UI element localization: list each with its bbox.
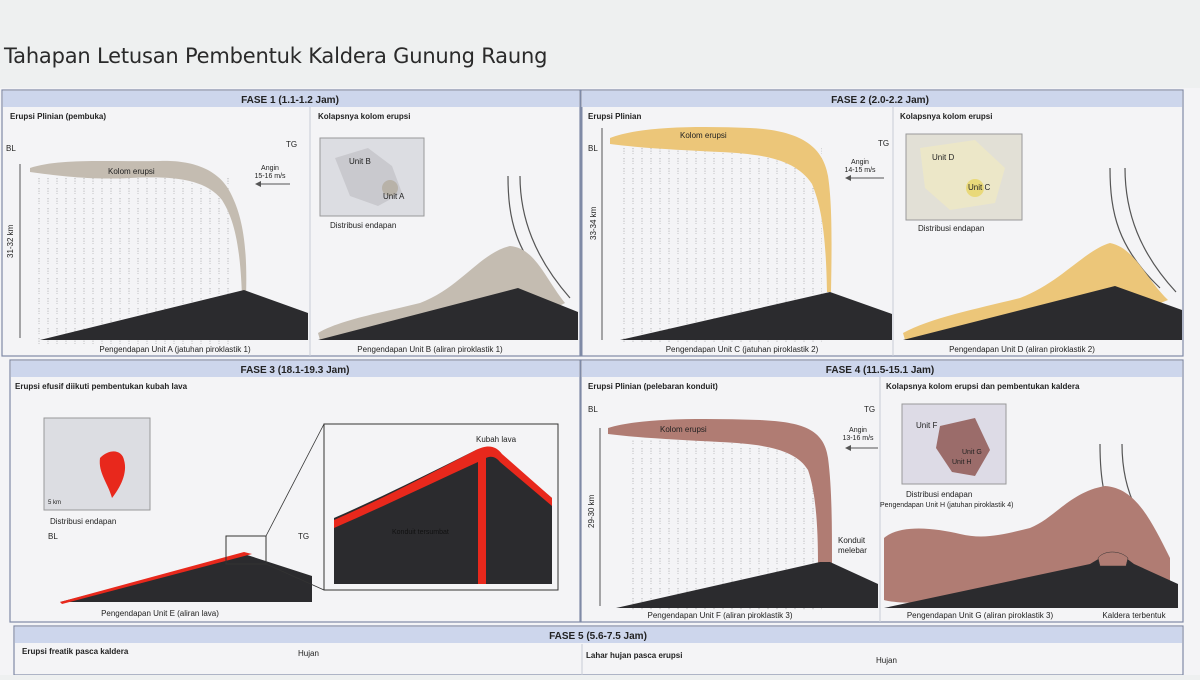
fase-4-eruption-column xyxy=(608,418,832,564)
fase-1-header-bar xyxy=(3,91,579,107)
fase-1-header: FASE 1 (1.1-1.2 Jam) xyxy=(241,95,339,106)
fase-4-left-caption: Pengendapan Unit F (aliran piroklastik 3… xyxy=(648,611,793,620)
fase-1-eruption-column xyxy=(30,160,247,296)
fase-2-map-unit-c: Unit C xyxy=(968,183,990,192)
fase-3-map-scale: 5 km xyxy=(48,500,61,506)
fase-5-header-bar xyxy=(15,627,1182,643)
fase-1-map-vent xyxy=(382,180,398,196)
fase-4-volcano xyxy=(616,562,878,608)
fase-4-conduit-label-2: melebar xyxy=(838,546,867,555)
fase-4-conduit-label: Konduit xyxy=(838,536,866,545)
fase-3-header: FASE 3 (18.1-19.3 Jam) xyxy=(241,365,350,376)
fase-4-wind-label: Angin xyxy=(849,427,867,434)
fase-2-volcano xyxy=(620,292,892,340)
fase-5-right-rain: Hujan xyxy=(876,656,897,665)
fase-2-map-unit-d: Unit D xyxy=(932,153,954,162)
fase-4-map-deposit xyxy=(936,418,990,476)
fase-3-dome-label: Kubah lava xyxy=(476,435,517,444)
fase-2-tg-label: TG xyxy=(878,139,889,148)
fase-4-tg-label: TG xyxy=(864,405,875,414)
fase-5-left-rain: Hujan xyxy=(298,649,319,658)
fase-3-distribution-label: Distribusi endapan xyxy=(50,517,116,526)
fase-2-right-caption: Pengendapan Unit D (aliran piroklastik 2… xyxy=(949,345,1095,354)
fase-2-height-label: 33-34 km xyxy=(589,206,598,240)
fase-1-right-title: Kolapsnya kolom erupsi xyxy=(318,112,410,121)
fase-4-height-label: 29-30 km xyxy=(587,494,596,528)
fase-1-right-volcano xyxy=(318,288,578,340)
fase-1-distribution-label: Distribusi endapan xyxy=(330,221,396,230)
fase-2-column-label: Kolom erupsi xyxy=(680,131,727,140)
fase-3-zoom-line-top xyxy=(265,423,325,537)
fase-3-lava-dome xyxy=(334,446,552,584)
fase-4-map-unit-g: Unit G xyxy=(962,449,982,456)
fase-3-conduit-label: Konduit tersumbat xyxy=(392,529,449,536)
fase-2-collapse-line-left xyxy=(1109,167,1161,289)
fase-2-map-vent xyxy=(966,179,984,197)
fase-4-wind-speed: 13-16 m/s xyxy=(842,435,874,442)
fase-2-right-volcano xyxy=(903,286,1182,340)
fase-4-map-unit-h: Unit H xyxy=(952,459,971,466)
fase-2-collapse-line-right xyxy=(1124,167,1177,293)
page-title: Tahapan Letusan Pembentuk Kaldera Gunung… xyxy=(4,44,548,68)
fase-2-right-title: Kolapsnya kolom erupsi xyxy=(900,112,992,121)
fase-3-caption: Pengendapan Unit E (aliran lava) xyxy=(101,609,219,618)
fase-1-map-unit-b: Unit B xyxy=(349,157,371,166)
fase-4-column-label: Kolom erupsi xyxy=(660,425,707,434)
fase-2-map-deposit xyxy=(920,140,1005,210)
fase-4-bl-label: BL xyxy=(588,405,598,414)
fase-2-wind-label: Angin xyxy=(851,159,869,166)
fase-1-column-label: Kolom erupsi xyxy=(108,167,155,176)
fase-4-right-caption: Pengendapan Unit G (aliran piroklastik 3… xyxy=(907,611,1054,620)
fase-3-header-bar xyxy=(11,361,579,377)
fase-5-right-title: Lahar hujan pasca erupsi xyxy=(586,651,682,660)
fase-2-distribution-label: Distribusi endapan xyxy=(918,224,984,233)
fase-4-distribution-label: Distribusi endapan xyxy=(906,490,972,499)
fase-4-right-title: Kolapsnya kolom erupsi dan pembentukan k… xyxy=(886,382,1080,391)
fase-3-lava-coating xyxy=(60,552,252,604)
fase-2-eruption-column xyxy=(610,127,832,293)
fase-4-caldera xyxy=(1097,551,1129,567)
fase-3-title: Erupsi efusif diikuti pembentukan kubah … xyxy=(15,382,188,391)
fase-4-left-title: Erupsi Plinian (pelebaran konduit) xyxy=(588,382,718,391)
fase-2-bl-label: BL xyxy=(588,144,598,153)
fase-5-header: FASE 5 (5.6-7.5 Jam) xyxy=(549,631,647,642)
fase-1-map-unit-a: Unit A xyxy=(383,192,405,201)
fase-1-tg-label: TG xyxy=(286,140,297,149)
fase-4-unit-h-caption: Pengendapan Unit H (jatuhan piroklastik … xyxy=(880,502,1013,509)
fase-1-collapse-line-right xyxy=(519,175,571,299)
fase-2-left-title: Erupsi Plinian xyxy=(588,112,641,121)
fase-1-right-caption: Pengendapan Unit B (aliran piroklastik 1… xyxy=(357,345,503,354)
fase-3-zoom-line-bottom xyxy=(265,563,325,591)
fase-4-header-bar xyxy=(582,361,1182,377)
fase-4-caldera-label: Kaldera terbentuk xyxy=(1102,611,1166,620)
fase-1-left-caption: Pengendapan Unit A (jatuhan piroklastik … xyxy=(99,345,251,354)
fase-1-volcano xyxy=(40,290,308,340)
fase-3-bl-label: BL xyxy=(48,532,58,541)
fase-3-inset-conduit xyxy=(334,447,552,584)
fase-4-map-unit-f: Unit F xyxy=(916,421,937,430)
fase-2-pyroclastic-flow xyxy=(903,243,1168,340)
fase-1-wind-speed: 15-16 m/s xyxy=(254,173,286,180)
fase-3-volcano xyxy=(60,554,312,602)
fase-3-zoom-box xyxy=(225,535,267,565)
fase-1-height-label: 31-32 km xyxy=(6,224,15,258)
fase-3-map-lava-flow xyxy=(99,451,126,498)
fase-5-left-title: Erupsi freatik pasca kaldera xyxy=(22,647,129,656)
fase-1-wind-label: Angin xyxy=(261,165,279,172)
fase-3-tg-label: TG xyxy=(298,532,309,541)
fase-1-bl-label: BL xyxy=(6,144,16,153)
fase-4-right-volcano xyxy=(884,558,1178,608)
fase-1-left-title: Erupsi Plinian (pembuka) xyxy=(10,112,106,121)
fase-2-wind-speed: 14-15 m/s xyxy=(844,167,876,174)
fase-2-header-bar xyxy=(582,91,1182,107)
fase-3-distribution-map xyxy=(43,417,151,511)
fase-1-pyroclastic-flow xyxy=(318,246,565,340)
fase-4-header: FASE 4 (11.5-15.1 Jam) xyxy=(826,365,934,376)
fase-2-left-caption: Pengendapan Unit C (jatuhan piroklastik … xyxy=(666,345,819,354)
eruption-phases-diagram: FASE 1 (1.1-1.2 Jam) FASE 2 (2.0-2.2 Jam… xyxy=(0,88,1200,676)
fase-2-header: FASE 2 (2.0-2.2 Jam) xyxy=(831,95,929,106)
